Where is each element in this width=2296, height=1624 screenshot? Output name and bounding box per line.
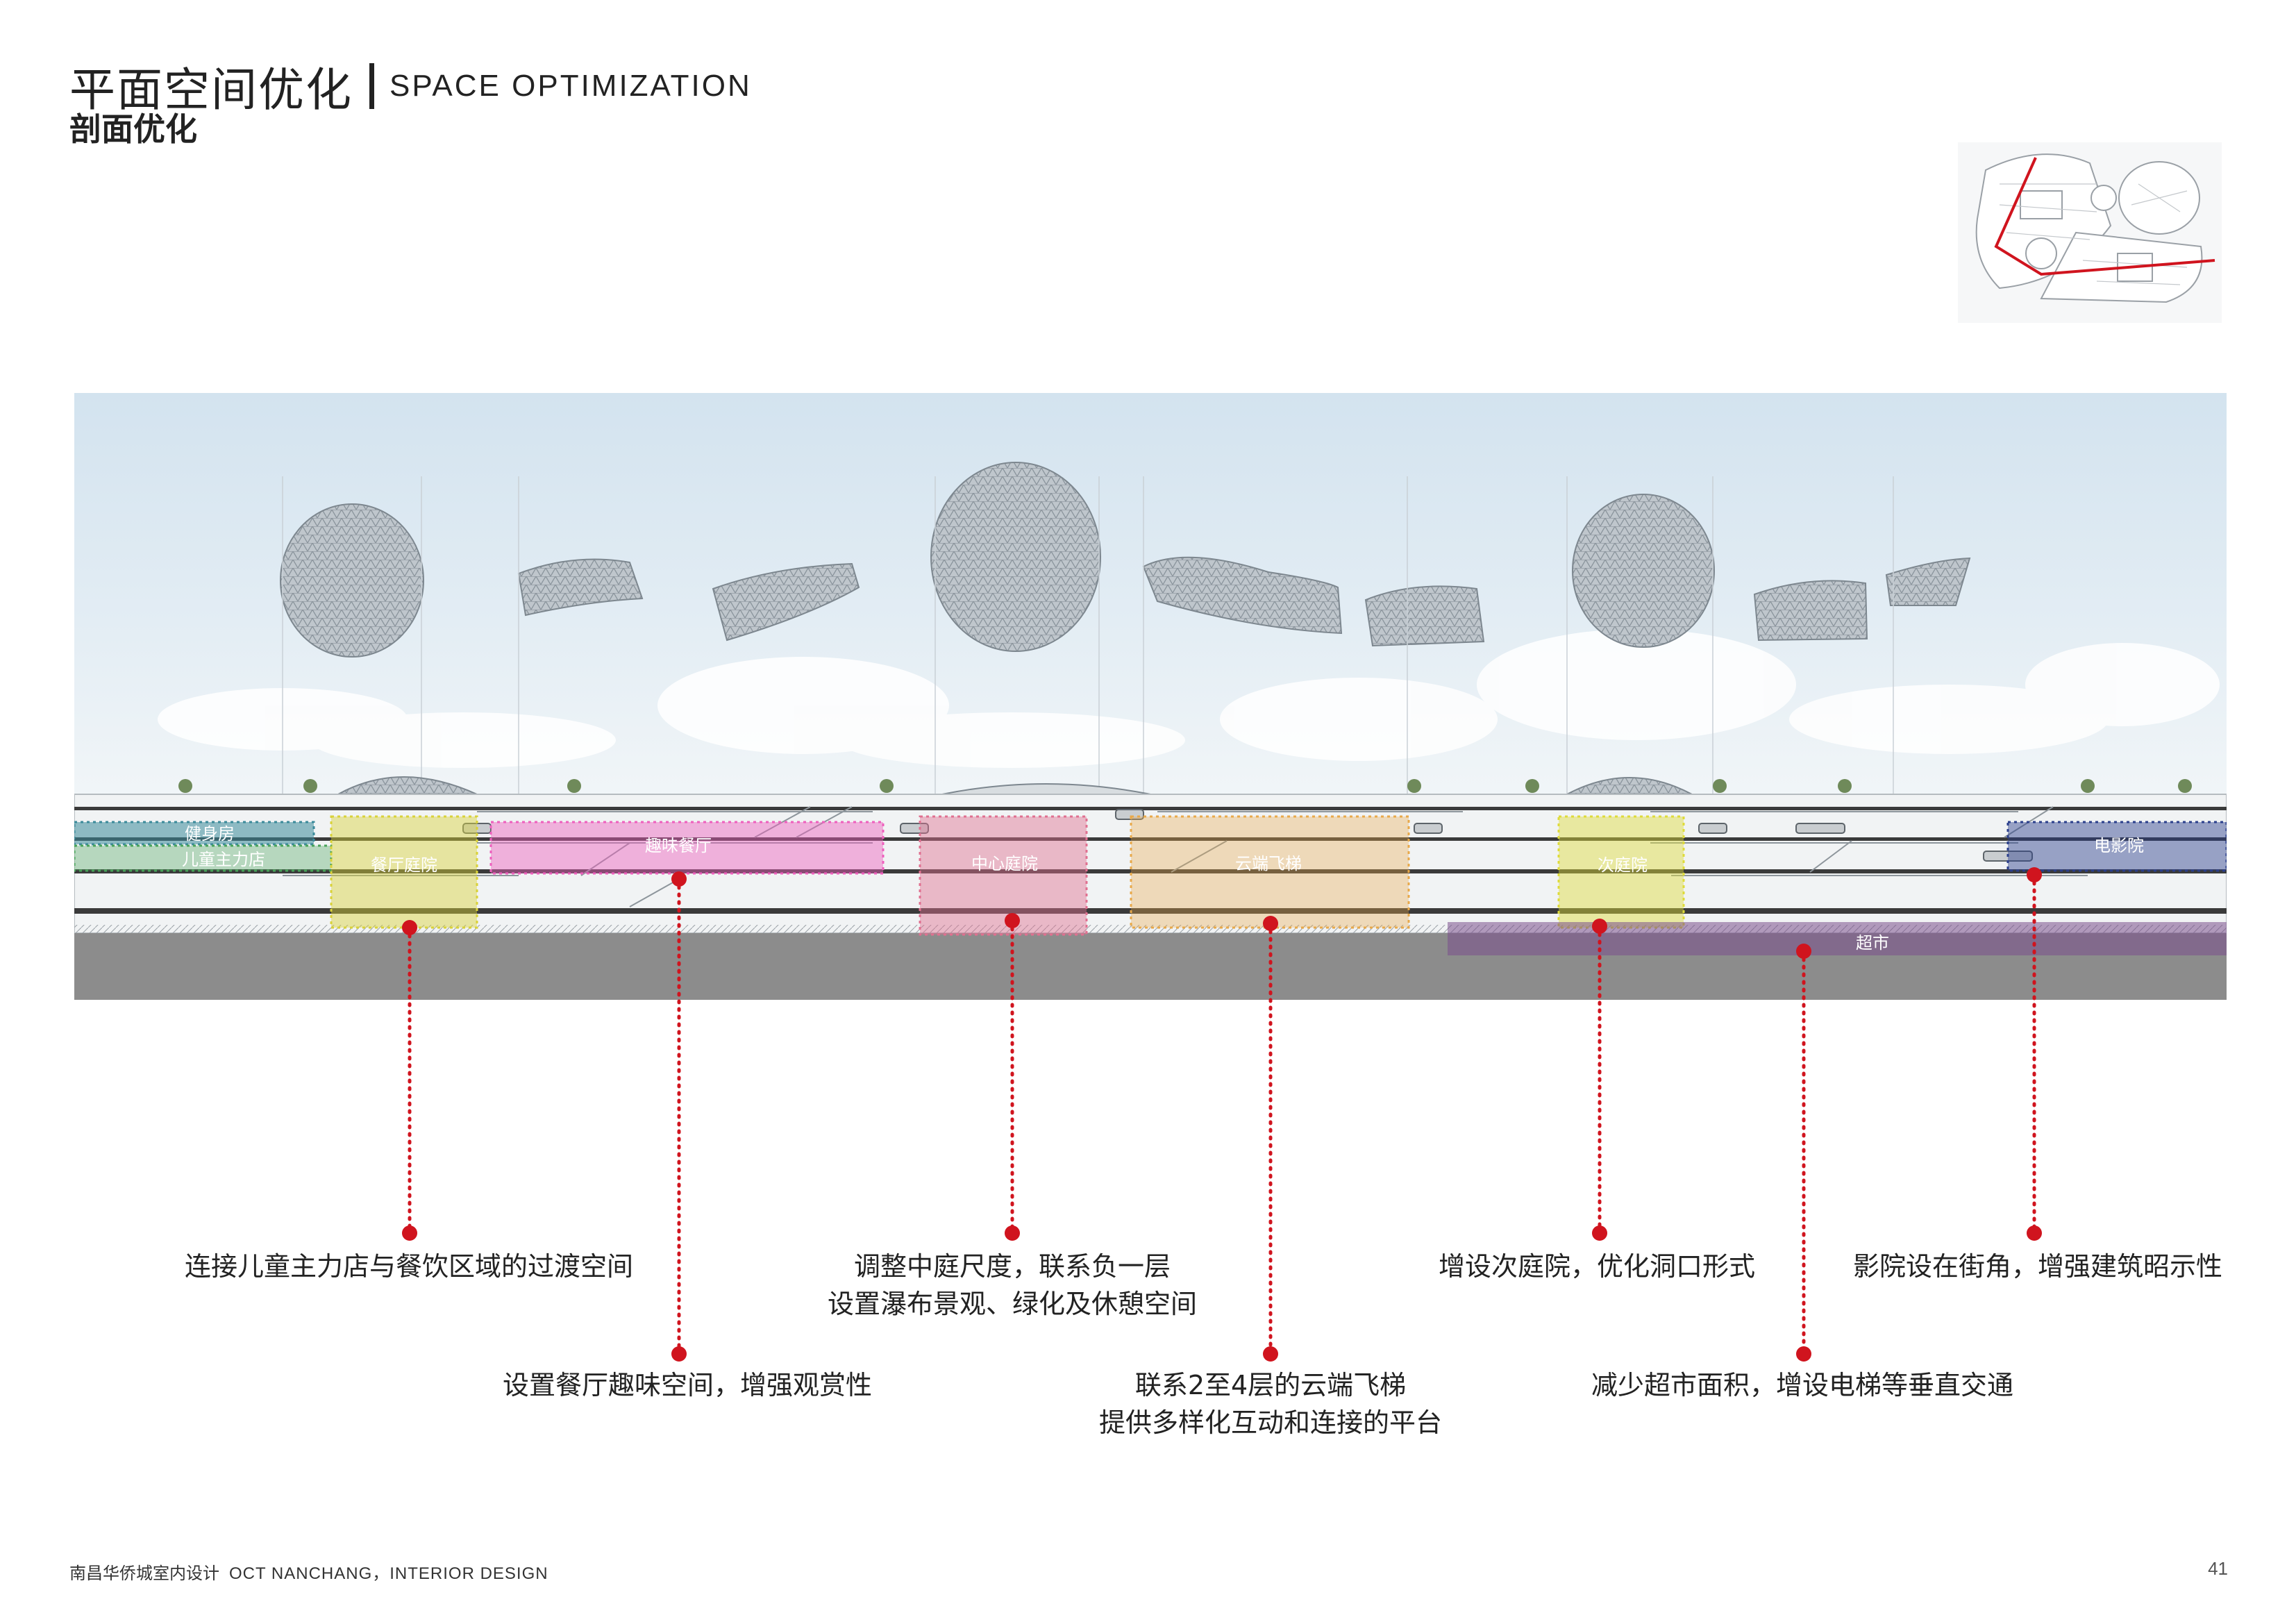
marker-dot xyxy=(402,1225,417,1241)
marker-dot xyxy=(1592,1225,1607,1241)
footer-text-english: OCT NANCHANG，INTERIOR DESIGN xyxy=(229,1564,548,1583)
marker-dot xyxy=(1005,913,1020,928)
zone-kids-store xyxy=(74,844,333,872)
marker-dot xyxy=(1796,1346,1811,1362)
zone-label-sub-courtyard: 次庭院 xyxy=(1598,855,1648,875)
zone-label-central-atrium: 中心庭院 xyxy=(971,854,1038,873)
title-chinese: 平面空间优化 xyxy=(69,63,353,117)
marker-dot xyxy=(1263,916,1278,931)
callout-line: 连接儿童主力店与餐饮区域的过渡空间 xyxy=(184,1251,634,1282)
zone-label-supermarket: 超市 xyxy=(1856,933,1889,953)
callout-line: 设置餐厅趣味空间，增强观赏性 xyxy=(502,1370,873,1400)
zone-label-sky-escalator: 云端飞梯 xyxy=(1235,854,1302,873)
key-plan-thumbnail xyxy=(1958,142,2222,323)
callout-line: 减少超市面积，增设电梯等垂直交通 xyxy=(1591,1370,2014,1400)
zone-fitness xyxy=(74,821,315,846)
marker-dot xyxy=(402,920,417,935)
marker-dot xyxy=(1592,919,1607,934)
zone-dining-courtyard xyxy=(330,815,478,929)
marker-dot xyxy=(2027,1225,2042,1241)
callout-transition-space: 连接儿童主力店与餐饮区域的过渡空间 xyxy=(185,1248,633,1285)
callout-sub-courtyard: 增设次庭院，优化洞口形式 xyxy=(1439,1248,1755,1285)
zone-cinema xyxy=(2006,821,2227,872)
callout-supermarket: 减少超市面积，增设电梯等垂直交通 xyxy=(1591,1366,2013,1404)
page-number: 41 xyxy=(2208,1558,2228,1579)
callout-line: 影院设在街角，增强建筑昭示性 xyxy=(1852,1251,2223,1282)
zone-label-kids-store: 儿童主力店 xyxy=(182,850,265,869)
callout-line: 联系2至4层的云端飞梯 xyxy=(1134,1370,1407,1400)
marker-dot xyxy=(1263,1346,1278,1362)
callout-cinema: 影院设在街角，增强建筑昭示性 xyxy=(1853,1248,2222,1285)
page-subtitle: 剖面优化 xyxy=(69,110,197,148)
zone-label-fun-dining: 趣味餐厅 xyxy=(645,836,712,855)
callout-line: 增设次庭院，优化洞口形式 xyxy=(1438,1251,1756,1282)
footer-text-chinese: 南昌华侨城室内设计 xyxy=(69,1564,219,1583)
roof-canopies xyxy=(280,462,1971,658)
callout-central-atrium: 调整中庭尺度，联系负一层 设置瀑布景观、绿化及休憩空间 xyxy=(828,1248,1197,1323)
marker-dot xyxy=(671,1346,687,1362)
footer: 南昌华侨城室内设计 OCT NANCHANG，INTERIOR DESIGN xyxy=(69,1559,548,1584)
zone-label-fitness: 健身房 xyxy=(185,824,235,844)
zone-fun-dining xyxy=(489,821,885,875)
callout-sky-escalator: 联系2至4层的云端飞梯 提供多样化互动和连接的平台 xyxy=(1099,1366,1442,1441)
title-divider xyxy=(369,63,374,109)
building-section-diagram: 健身房 儿童主力店 餐厅庭院 趣味餐厅 中心庭院 云端飞梯 次庭院 电影院 超市 xyxy=(74,393,2227,1000)
title-english: SPACE OPTIMIZATION xyxy=(389,69,752,103)
zone-label-dining-courtyard: 餐厅庭院 xyxy=(371,855,437,875)
marker-dot xyxy=(2027,867,2042,882)
marker-dot xyxy=(1005,1225,1020,1241)
zone-central-atrium xyxy=(919,815,1088,936)
clouds xyxy=(158,629,2220,768)
floor-slabs xyxy=(74,807,2227,914)
page-title: 平面空间优化 SPACE OPTIMIZATION xyxy=(69,53,752,119)
marker-dot xyxy=(671,871,687,887)
marker-dot xyxy=(1796,944,1811,959)
zone-sky-escalator xyxy=(1130,815,1410,929)
zone-supermarket xyxy=(1448,922,2227,955)
callout-line: 调整中庭尺度，联系负一层 xyxy=(853,1251,1171,1282)
zone-label-cinema: 电影院 xyxy=(2094,836,2144,855)
callout-fun-dining: 设置餐厅趣味空间，增强观赏性 xyxy=(503,1366,872,1404)
callout-line: 提供多样化互动和连接的平台 xyxy=(1098,1407,1443,1438)
zone-sub-courtyard xyxy=(1557,815,1685,929)
callout-line: 设置瀑布景观、绿化及休憩空间 xyxy=(827,1289,1198,1319)
